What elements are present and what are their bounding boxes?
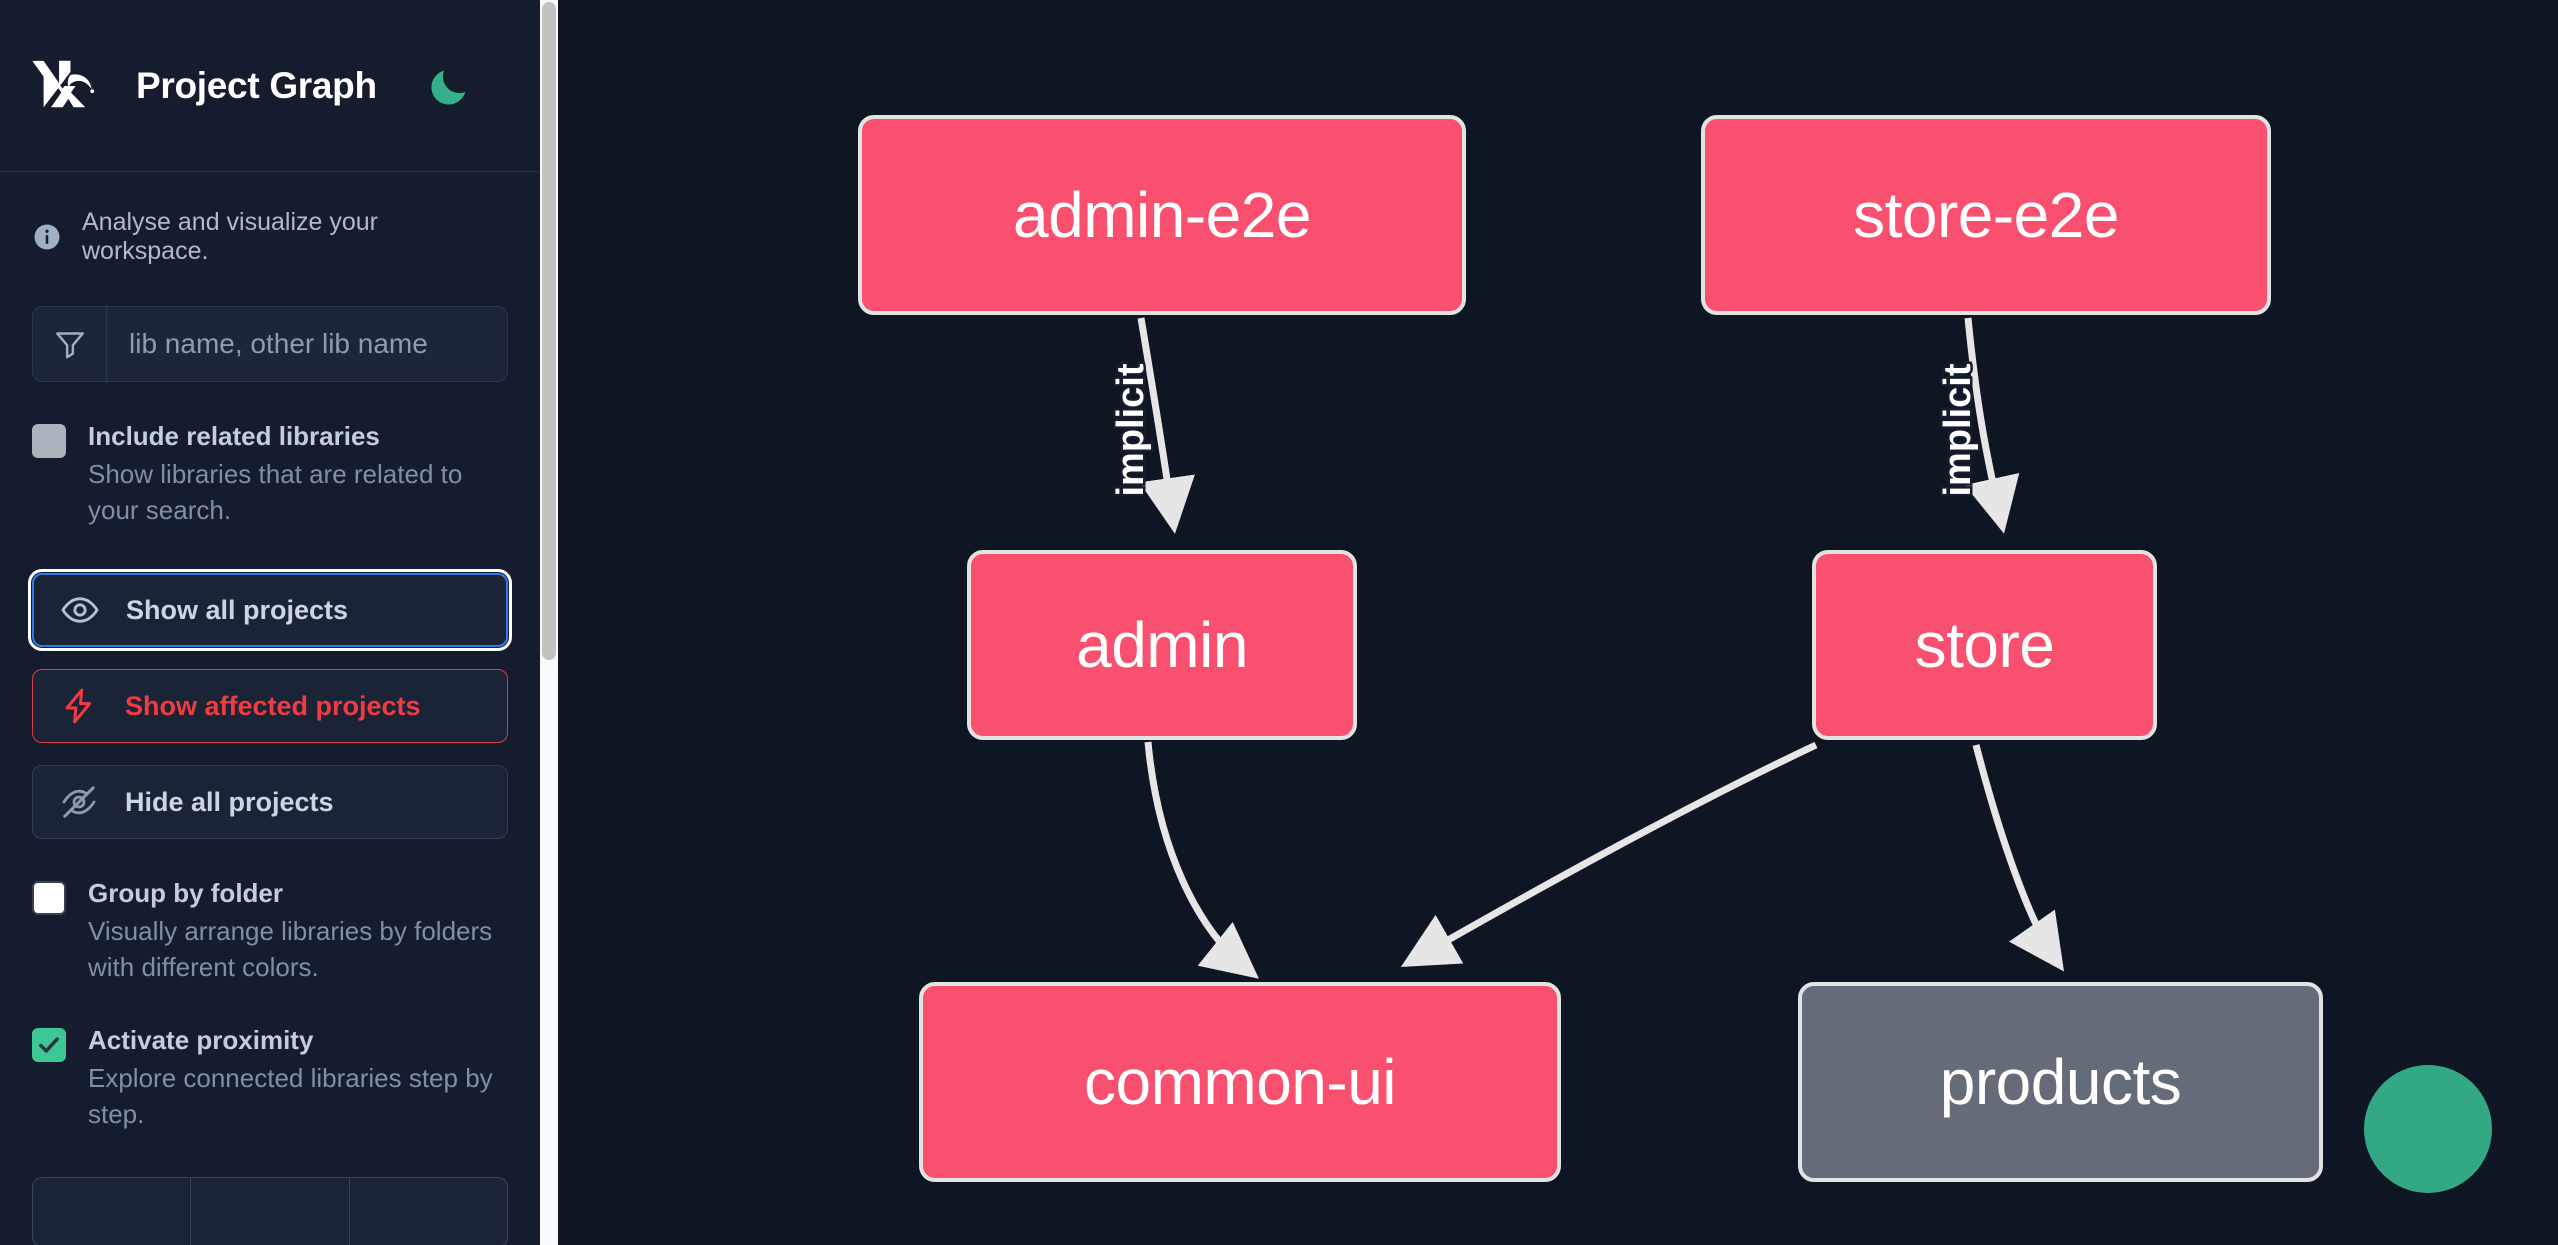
option-label: Include related libraries [88, 421, 380, 451]
edge-store-to-common-ui [1400, 741, 1818, 967]
graph-node-admin-e2e[interactable]: admin-e2e [858, 115, 1466, 315]
workspace-info: Analyse and visualize your workspace. [0, 172, 540, 266]
moon-icon [431, 70, 466, 105]
checkbox-group-by-folder[interactable] [32, 881, 66, 916]
sidebar-scrollbar-track[interactable] [540, 0, 558, 1245]
graph-node-store-e2e[interactable]: store-e2e [1701, 115, 2271, 315]
graph-node-products[interactable]: products [1798, 982, 2323, 1182]
check-icon [39, 1037, 59, 1053]
hide-all-projects-button[interactable]: Hide all projects [32, 765, 508, 840]
page-title: Project Graph [136, 64, 377, 106]
option-label: Group by folder [88, 878, 283, 909]
info-circle-icon [34, 224, 60, 250]
option-description: Show libraries that are related to your … [88, 459, 463, 526]
segment-option-3[interactable] [349, 1178, 507, 1245]
sidebar-scrollbar-thumb[interactable] [542, 2, 556, 660]
option-activate-proximity[interactable]: Activate proximity Explore connected lib… [32, 1024, 508, 1133]
graph-node-admin[interactable]: admin [967, 550, 1357, 740]
sidebar-header: Project Graph [0, 0, 540, 172]
node-label: products [1939, 1046, 2182, 1118]
edge-label-implicit-admin: implicit [1110, 363, 1152, 496]
sidebar-controls: Include related libraries Show libraries… [0, 266, 540, 1245]
edge-store-e2e-to-store [1964, 317, 2020, 534]
sidebar-scroll-content: Project Graph Analyse and visualize your… [0, 0, 540, 1245]
sidebar: Project Graph Analyse and visualize your… [0, 0, 558, 1245]
eye-icon [61, 597, 99, 623]
edge-store-to-products [1972, 744, 2065, 972]
workspace-info-text: Analyse and visualize your workspace. [82, 208, 378, 265]
filter-funnel-icon-box [33, 307, 107, 381]
text-filter-segmented-control[interactable] [32, 1177, 508, 1245]
node-label: common-ui [1083, 1046, 1397, 1118]
checkbox-include-related-libraries[interactable] [32, 424, 66, 458]
graph-node-common-ui[interactable]: common-ui [919, 982, 1561, 1182]
lightning-icon [65, 688, 92, 724]
show-all-projects-button[interactable]: Show all projects [28, 569, 512, 652]
show-affected-projects-button[interactable]: Show affected projects [32, 669, 508, 744]
option-label: Activate proximity [88, 1025, 314, 1056]
eye-off-icon [62, 786, 96, 818]
theme-toggle-button[interactable] [425, 62, 473, 110]
graph-edges: implicit implicit [1108, 317, 2065, 979]
node-label: store-e2e [1853, 179, 2119, 251]
graph-canvas[interactable]: implicit implicit admin-e2e store-e2e ad… [558, 0, 2558, 1245]
download-icon [2364, 1065, 2558, 1245]
filter-funnel-icon [55, 332, 84, 359]
option-description: Visually arrange libraries by folders wi… [88, 916, 493, 983]
option-description: Explore connected libraries step by step… [88, 1063, 493, 1130]
node-label: store [1914, 609, 2055, 681]
node-label: admin-e2e [1013, 179, 1311, 251]
project-visibility-buttons: Show all projects Show affected projects [28, 569, 512, 840]
button-label: Show all projects [126, 594, 349, 625]
edge-admin-e2e-to-admin [1137, 317, 1195, 534]
checkbox-activate-proximity[interactable] [32, 1028, 66, 1063]
button-label: Hide all projects [125, 786, 334, 817]
edge-label-implicit-store: implicit [1937, 363, 1979, 496]
download-graph-button[interactable] [2364, 1065, 2492, 1193]
search-input[interactable] [107, 307, 507, 381]
option-group-by-folder[interactable]: Group by folder Visually arrange librari… [32, 877, 508, 986]
segment-option-1[interactable] [33, 1178, 192, 1245]
button-label: Show affected projects [125, 690, 421, 721]
graph-node-store[interactable]: store [1812, 550, 2157, 740]
segment-option-2[interactable] [191, 1178, 350, 1245]
option-include-related-libraries[interactable]: Include related libraries Show libraries… [32, 420, 508, 529]
node-label: admin [1076, 609, 1248, 681]
search-field[interactable] [32, 306, 508, 382]
nx-logo-icon [32, 60, 95, 107]
edge-admin-to-common-ui [1144, 741, 1259, 979]
